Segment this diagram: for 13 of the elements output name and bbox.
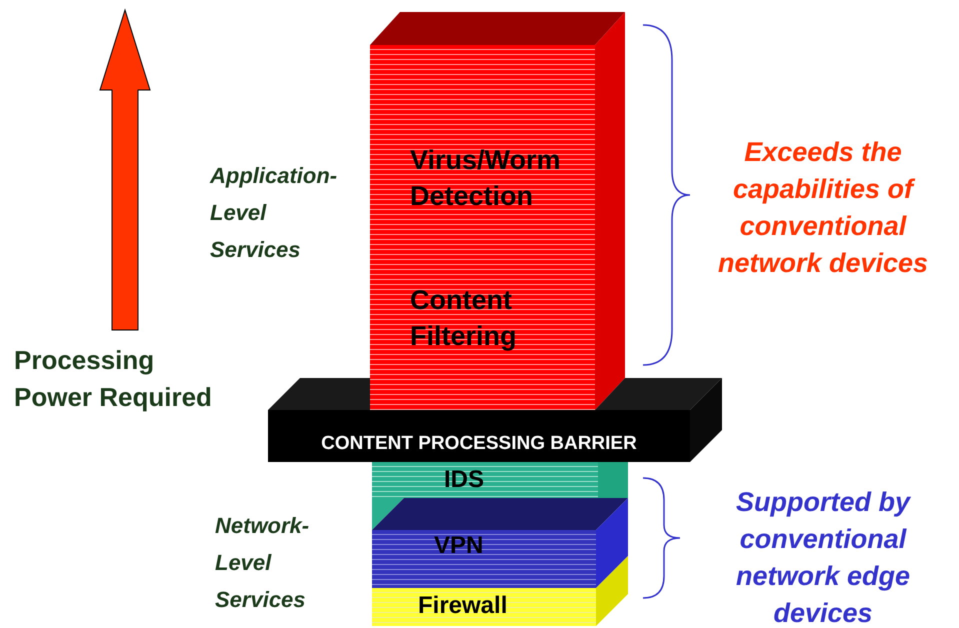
group-label: Application-Level Services <box>210 162 338 264</box>
annotation-text: Supported by conventional network edge devices <box>734 486 912 628</box>
group-label: Network-Level Services <box>215 512 310 614</box>
axis-label: Processing Power Required <box>14 344 213 414</box>
block-label: Firewall <box>418 592 508 620</box>
stacked-block <box>372 530 596 588</box>
block-label: VPN <box>434 532 484 560</box>
stacked-block <box>372 462 598 498</box>
annotation-text: Exceeds the capabilities of conventional network devices <box>716 136 930 280</box>
stacked-block <box>370 45 595 410</box>
stacked-block <box>372 588 596 626</box>
barrier-slab <box>268 410 690 462</box>
block-label: CONTENT PROCESSING BARRIER <box>320 432 638 456</box>
